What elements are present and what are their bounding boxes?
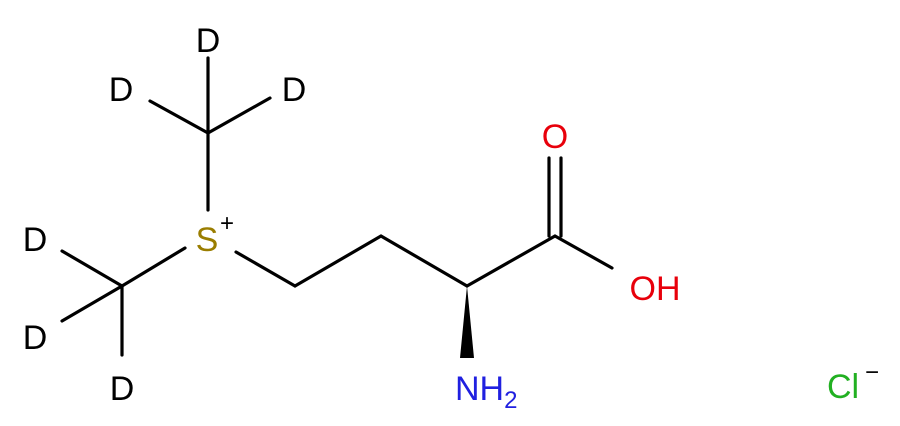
sulfur-charge: + [220,210,234,237]
bond-c3-c4 [293,234,383,288]
wedge-bond-amine [460,286,474,358]
bond-sulfur-c3 [234,250,297,288]
atom-d-upper-left: D [109,71,134,109]
bond-c2-d-left-lower [60,284,124,323]
atom-amine: NH2 [455,370,517,414]
atom-d-left-lower: D [23,319,48,357]
atom-d-top: D [196,22,221,60]
bond-c2-d-left-upper [60,249,124,288]
bond-c1-d-upper-left [148,99,210,135]
atom-d-bottom: D [110,370,135,408]
bond-c1-d-upper-right [206,96,272,135]
atom-oxygen-carbonyl: O [542,118,568,156]
atom-d-left-upper: D [23,221,48,259]
bond-c6-hydroxyl [553,234,614,270]
bond-c4-c5 [379,234,469,288]
bond-sulfur-c2 [120,246,187,288]
atom-sulfur: S [196,221,219,259]
atom-hydroxyl: OH [630,270,681,308]
atom-chloride: Cl [827,368,859,406]
amine-subscript: 2 [504,387,517,414]
bond-c5-c6 [465,234,557,288]
amine-label: NH [455,370,504,408]
atom-d-upper-right: D [282,71,307,109]
chloride-charge: − [865,359,879,386]
